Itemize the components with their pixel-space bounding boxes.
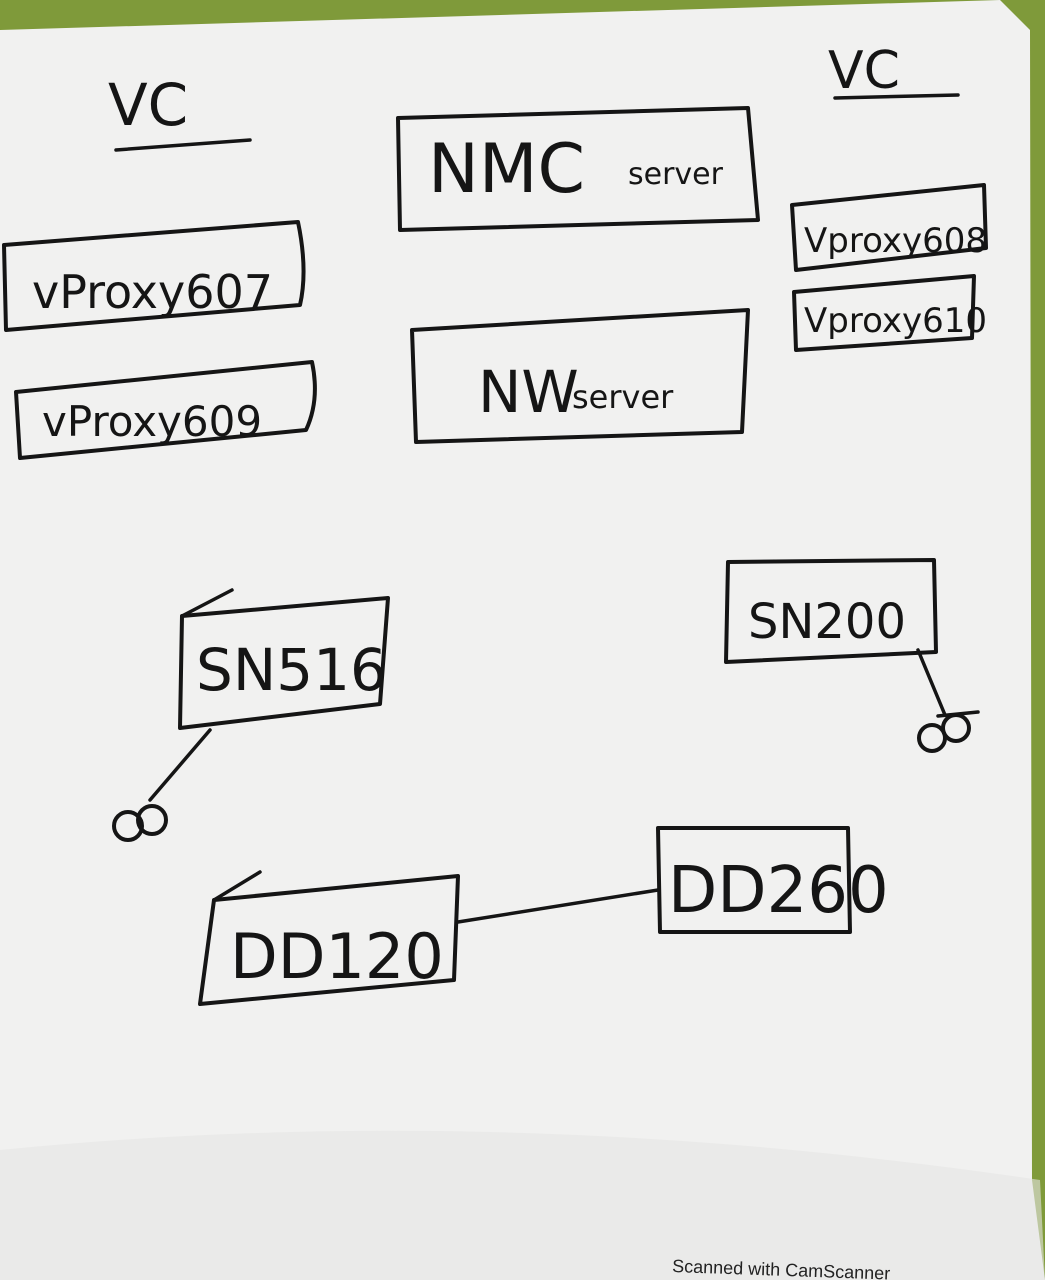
vc-underline-right [833, 93, 960, 100]
sn516-node: SN516 [178, 588, 390, 730]
vproxy608-node: Vproxy608 [790, 183, 988, 272]
sn200-node: SN200 [724, 558, 938, 664]
sn516-label: SN516 [196, 636, 387, 704]
tape-reels-left-icon [112, 728, 212, 842]
vc-label-right: VC [828, 41, 900, 101]
vproxy607-label: vProxy607 [32, 265, 273, 319]
paper-shadow [0, 1130, 1045, 1280]
nmc-server-suffix: server [628, 157, 724, 192]
tape-reels-right-icon [916, 648, 980, 753]
nw-server-label: NW [478, 358, 579, 426]
nw-server-suffix: server [572, 378, 674, 416]
dd260-label: DD260 [668, 854, 889, 928]
vproxy610-label: Vproxy610 [804, 301, 987, 341]
vc-label-left: VC [108, 71, 188, 139]
dd120-node: DD120 [198, 870, 460, 1006]
vproxy610-node: Vproxy610 [792, 274, 987, 352]
vproxy607-node: vProxy607 [2, 220, 306, 332]
nmc-server-label: NMC [428, 130, 585, 209]
vproxy609-label: vProxy609 [42, 397, 262, 446]
vproxy609-node: vProxy609 [14, 360, 317, 460]
vc-underline-left [114, 138, 252, 152]
nmc-server-node: NMC server [396, 106, 760, 232]
vproxy608-label: Vproxy608 [804, 221, 987, 261]
sn200-label: SN200 [748, 594, 906, 650]
dd120-dd260-link [456, 888, 660, 924]
dd120-label: DD120 [230, 920, 444, 993]
scanner-watermark: Scanned with CamScanner [672, 1256, 891, 1280]
dd260-node: DD260 [656, 826, 889, 934]
nw-server-node: NW server [410, 308, 750, 444]
